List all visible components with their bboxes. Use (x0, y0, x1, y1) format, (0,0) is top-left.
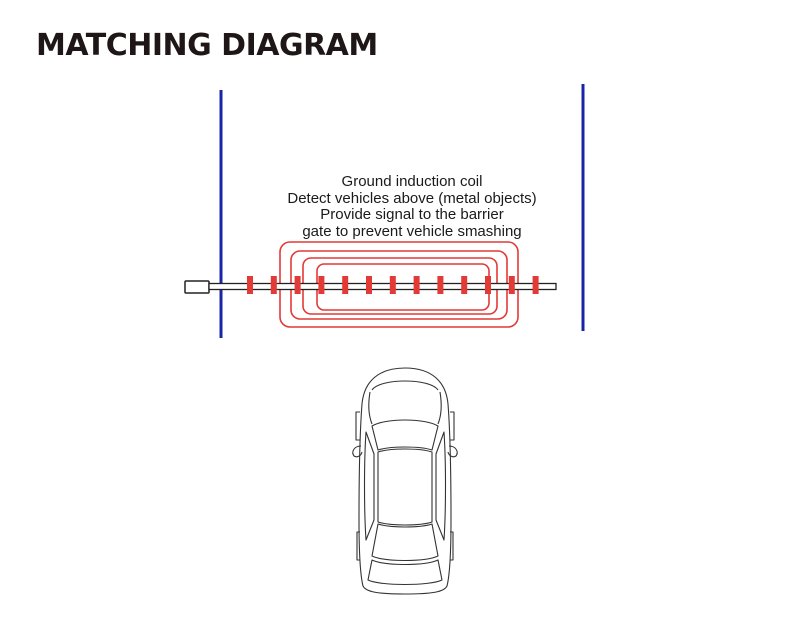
boom-stripe (270, 276, 277, 294)
coil-caption: Ground induction coil Detect vehicles ab… (232, 173, 592, 240)
caption-line-1: Ground induction coil (341, 173, 483, 190)
car-window-left (363, 431, 375, 541)
car-wheel-front-right (450, 411, 455, 441)
car-rear-window (371, 523, 439, 561)
boom-stripe (461, 276, 468, 294)
car-trunk (367, 559, 443, 585)
caption-line-3: Provide signal to the barrier (320, 206, 504, 224)
car-hood (371, 380, 439, 391)
car-window-right (435, 431, 447, 541)
boom-stripe (532, 276, 539, 294)
boom-stripe (437, 276, 444, 294)
boom-stripe (342, 276, 349, 294)
car-hood-right (437, 391, 442, 425)
boom-base-box (184, 280, 210, 294)
car-hood-left (368, 391, 373, 425)
boom-stripe (366, 276, 372, 294)
page-title: MATCHING DIAGRAM (36, 28, 378, 63)
car-roof (377, 448, 433, 526)
boom-stripe (413, 276, 420, 294)
boom-stripe (508, 276, 515, 294)
boom-stripe (485, 276, 491, 294)
caption-line-4: gate to prevent vehicle smashing (302, 222, 522, 240)
boom-stripe (389, 276, 396, 294)
caption-line-2: Detect vehicles above (metal objects) (287, 189, 537, 207)
boom-stripes (247, 276, 539, 294)
boom-arm (208, 282, 557, 291)
boom-stripe (247, 276, 253, 294)
car-windshield (371, 419, 439, 451)
car-wheel-front-left (355, 411, 360, 441)
car-body-outline (358, 367, 452, 595)
car-wheel-rear-left (356, 531, 360, 561)
car-mirror-left (352, 445, 363, 458)
boom-stripe (294, 276, 301, 294)
car-mirror-right (447, 445, 458, 458)
car-wheel-rear-right (450, 531, 454, 561)
barrier-boom (184, 276, 557, 294)
boom-stripe (318, 276, 325, 294)
car-top-view (352, 367, 458, 595)
